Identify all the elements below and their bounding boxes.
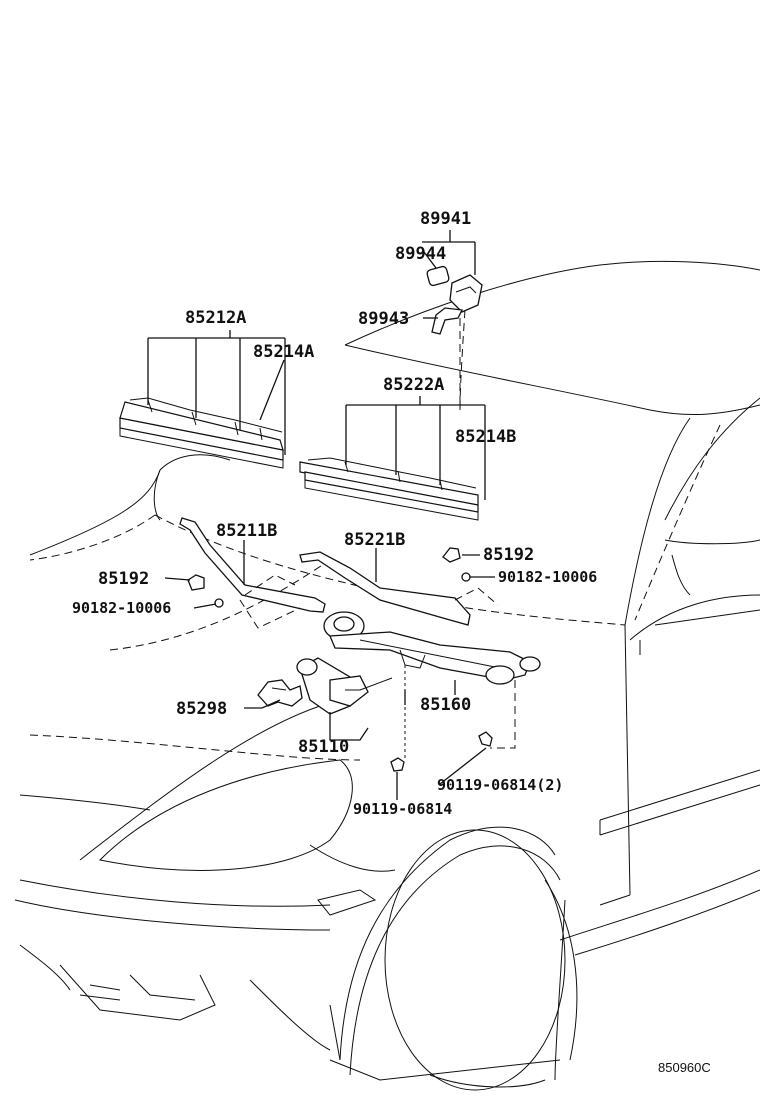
diagram-code: 850960C [658,1060,711,1075]
pivot-cap-right [442,547,461,563]
wiper-blade-left [119,397,284,469]
wiper-link-assembly [323,611,541,760]
wiper-arm-left [179,517,326,629]
label-85214a: 85214A [253,342,314,362]
label-89941: 89941 [420,209,471,229]
pivot-cap-left [187,574,205,591]
nozzle-body [449,274,483,313]
label-85221b: 85221B [344,530,405,550]
nut-left [214,598,224,608]
label-90182-left: 90182-10006 [72,599,171,617]
label-85212a: 85212A [185,308,246,328]
washer-nozzle-assembly [426,265,483,411]
nozzle-cap [426,265,450,287]
label-85222a: 85222A [383,375,444,395]
nozzle-hose [431,307,463,335]
label-85110: 85110 [298,737,349,757]
label-89943: 89943 [358,309,409,329]
label-85160: 85160 [420,695,471,715]
motor-bracket [257,679,303,707]
nut-right [461,572,471,582]
label-90182-right: 90182-10006 [498,568,597,586]
label-85192-right: 85192 [483,545,534,565]
wiper-motor [296,657,393,715]
label-89944: 89944 [395,244,446,264]
label-85211b: 85211B [216,521,277,541]
wiper-blade-right [299,457,479,521]
label-85192-left: 85192 [98,569,149,589]
bolt-center [390,757,405,772]
car-body-outline [14,260,760,1091]
label-90119-06814-2: 90119-06814(2) [437,776,563,794]
label-90119-06814: 90119-06814 [353,800,452,818]
wiper-arm-right [299,551,499,626]
bolt-right [478,731,493,747]
label-85214b: 85214B [455,427,516,447]
leader-lines [147,230,495,800]
label-85298: 85298 [176,699,227,719]
